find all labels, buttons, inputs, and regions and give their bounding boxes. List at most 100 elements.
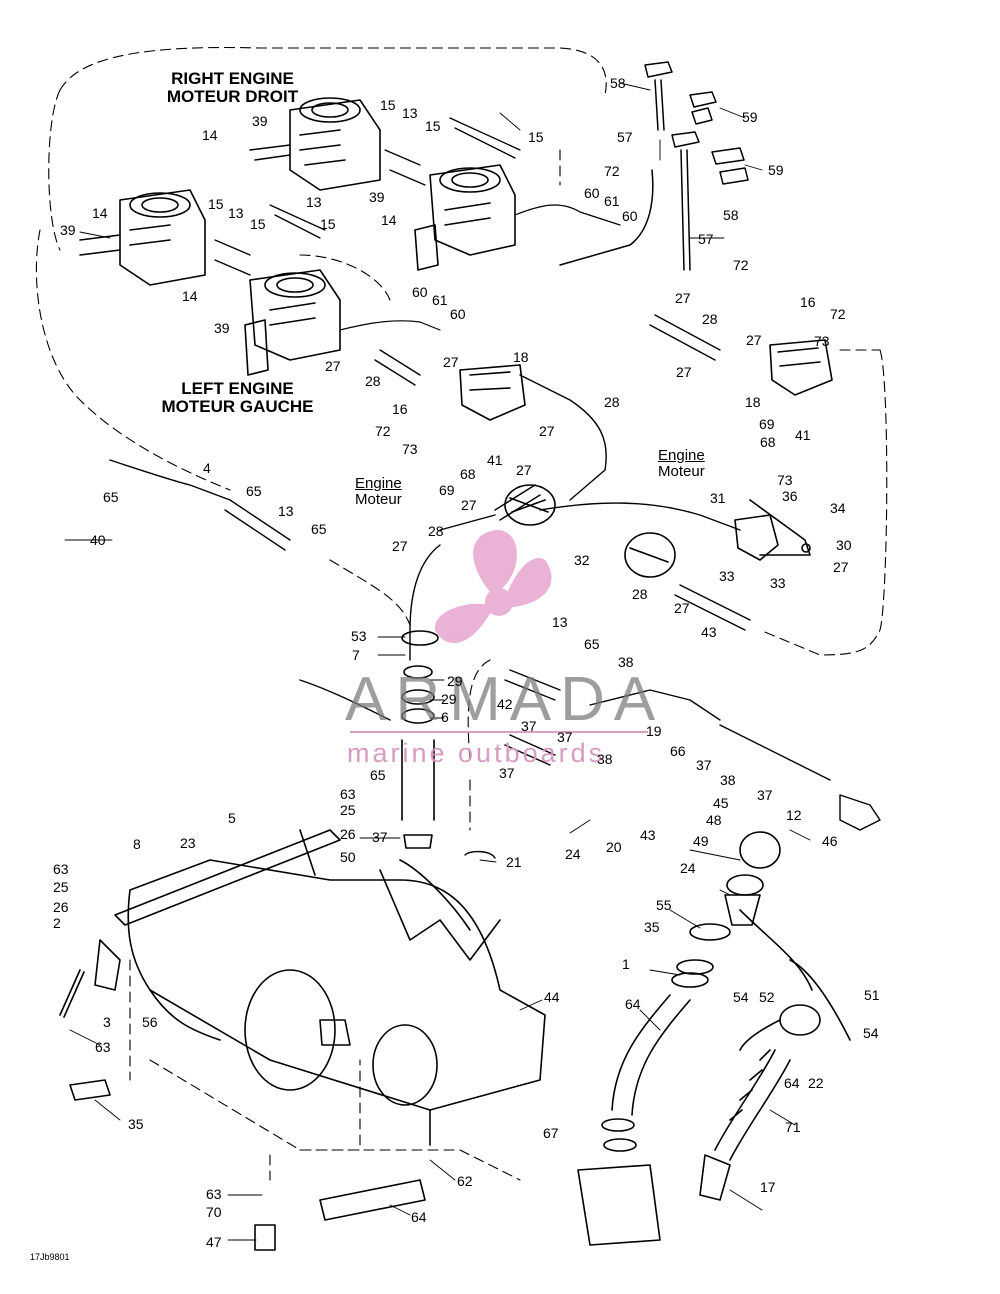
part-callout: 27 [392,538,408,554]
part-callout: 15 [380,97,396,113]
watermark-logo [434,530,552,644]
part-callout: 26 [340,826,356,842]
engine-note-left-en: Engine [355,475,402,492]
part-callout: 27 [516,462,532,478]
part-callout: 67 [543,1125,559,1141]
part-callout: 56 [142,1014,158,1030]
right-carburetor-front [249,97,381,191]
part-callout: 27 [461,497,477,513]
part-callout: 27 [675,290,691,306]
engine-note-left-fr: Moteur [355,491,402,508]
part-callout: 54 [733,989,749,1005]
part-callout: 63 [206,1186,222,1202]
part-callout: 35 [644,919,660,935]
part-callout: 73 [814,333,830,349]
part-callout: 72 [604,163,620,179]
left-carburetor-rear [244,269,341,376]
fuel-filter [504,484,676,578]
watermark-rule [350,731,648,733]
part-callout: 28 [428,523,444,539]
part-callout: 60 [622,208,638,224]
leader-lines [64,82,811,1241]
left-engine-label-fr: MOTEUR GAUCHE [161,397,314,416]
part-callout: 3 [103,1014,111,1030]
primer-line-right [339,204,621,331]
part-callout: 68 [760,434,776,450]
part-callout: 7 [352,647,360,663]
part-callout: 32 [574,552,590,568]
part-callout: 63 [53,861,69,877]
watermark-brand: ARMADA [345,665,665,734]
part-callout: 27 [325,358,341,374]
part-callout: 16 [392,401,408,417]
part-callout: 20 [606,839,622,855]
part-callout: 66 [670,743,686,759]
tank-straps [59,829,341,1101]
part-callout: 65 [584,636,600,652]
engine-note-right: Engine Moteur [658,448,705,480]
part-callout: 30 [836,537,852,553]
part-callout: 51 [864,987,880,1003]
part-callout: 43 [640,827,656,843]
tank-supports [254,1164,661,1251]
part-callout: 72 [830,306,846,322]
part-callout: 40 [90,532,106,548]
fuel-valve [734,499,811,561]
part-callout: 54 [863,1025,879,1041]
watermark-tagline: marine outboards [347,738,606,768]
part-callout: 69 [439,482,455,498]
part-callout: 39 [60,222,76,238]
part-callout: 63 [340,786,356,802]
part-callout: 21 [506,854,522,870]
part-callout: 64 [625,996,641,1012]
part-callout: 58 [723,207,739,223]
part-callout: 24 [565,846,581,862]
part-callout: 68 [460,466,476,482]
part-callout: 27 [676,364,692,380]
fuel-hoses [109,314,751,721]
right-engine-heading: RIGHT ENGINE MOTEUR DROIT [160,70,305,106]
part-callout: 65 [311,521,327,537]
part-callout: 73 [777,472,793,488]
part-callout: 39 [252,113,268,129]
part-callout: 64 [784,1075,800,1091]
part-callout: 23 [180,835,196,851]
part-callout: 29 [441,691,457,707]
left-engine-heading: LEFT ENGINE MOTEUR GAUCHE [150,380,325,416]
part-callout: 34 [830,500,846,516]
part-callout: 57 [617,129,633,145]
part-callout: 33 [719,568,735,584]
part-callout: 60 [412,284,428,300]
fuel-pumps [459,339,833,421]
right-engine-label-en: RIGHT ENGINE [171,69,294,88]
part-callout: 71 [785,1119,801,1135]
part-callout: 37 [521,718,537,734]
part-callout: 37 [757,787,773,803]
part-callout: 41 [795,427,811,443]
part-callout: 42 [497,696,513,712]
part-callout: 53 [351,628,367,644]
part-callout: 27 [443,354,459,370]
part-callout: 62 [457,1173,473,1189]
part-callout: 24 [680,860,696,876]
part-callout: 55 [656,897,672,913]
part-callout: 15 [425,118,441,134]
part-callout: 13 [306,194,322,210]
engine-note-right-en: Engine [658,447,705,464]
part-callout: 36 [782,488,798,504]
part-callout: 37 [372,829,388,845]
part-callout: 46 [822,833,838,849]
balance-tubes [214,117,521,276]
part-callout: 15 [208,196,224,212]
part-callout: 69 [759,416,775,432]
part-callout: 15 [250,216,266,232]
part-callout: 25 [340,802,356,818]
dashed-outline-tray [467,349,888,831]
part-callout: 27 [539,423,555,439]
choke-knobs [559,61,749,271]
part-callout: 13 [278,503,294,519]
part-callout: 50 [340,849,356,865]
propeller-icon [434,530,552,644]
part-callout: 22 [808,1075,824,1091]
part-callout: 72 [733,257,749,273]
